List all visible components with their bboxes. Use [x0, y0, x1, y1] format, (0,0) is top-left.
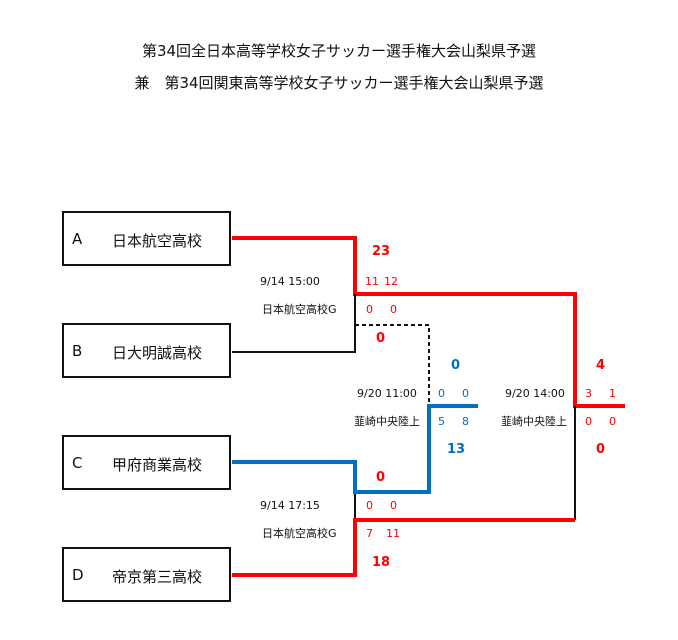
- score-half: 5: [438, 415, 445, 428]
- team-name: 甲府商業高校: [112, 456, 203, 474]
- team-letter: C: [72, 454, 83, 472]
- team-name: 帝京第三高校: [112, 568, 203, 586]
- score-half: 0: [609, 415, 616, 428]
- match-datetime: 9/14 15:00: [260, 275, 320, 288]
- score-half: 0: [462, 387, 469, 400]
- team-name: 日本航空高校: [112, 232, 203, 250]
- line-team-d: [232, 518, 575, 577]
- match-venue: 韮崎中央陸上: [501, 415, 567, 428]
- match-venue: 韮崎中央陸上: [354, 415, 420, 428]
- score-half: 3: [585, 387, 592, 400]
- score-half: 0: [366, 499, 373, 512]
- team-box-c: C 甲府商業高校: [62, 435, 231, 490]
- match-datetime: 9/20 11:00: [357, 387, 417, 400]
- team-name: 日大明誠高校: [112, 344, 203, 362]
- score-total: 18: [372, 555, 391, 570]
- team-box-d: D 帝京第三高校: [62, 547, 231, 602]
- score-half: 0: [366, 303, 373, 316]
- title-line-1: 第34回全日本高等学校女子サッカー選手権大会山梨県予選: [141, 42, 537, 60]
- score-total: 0: [451, 358, 461, 373]
- match-venue: 日本航空高校G: [262, 303, 337, 316]
- score-half: 0: [585, 415, 592, 428]
- score-total: 23: [372, 244, 391, 259]
- team-box-b: B 日大明誠高校: [62, 323, 231, 378]
- score-total: 0: [376, 331, 386, 346]
- score-half: 11: [386, 527, 400, 540]
- score-half: 12: [384, 275, 398, 288]
- match-datetime: 9/20 14:00: [505, 387, 565, 400]
- score-half: 0: [390, 499, 397, 512]
- score-total: 0: [596, 442, 606, 457]
- team-letter: D: [72, 566, 84, 584]
- match-venue: 日本航空高校G: [262, 527, 337, 540]
- score-total: 4: [596, 358, 606, 373]
- score-total: 13: [447, 442, 466, 457]
- score-half: 0: [438, 387, 445, 400]
- score-half: 7: [366, 527, 373, 540]
- score-half: 8: [462, 415, 469, 428]
- score-half: 11: [365, 275, 379, 288]
- line-team-a: [232, 236, 625, 408]
- score-half: 1: [609, 387, 616, 400]
- match-datetime: 9/14 17:15: [260, 499, 320, 512]
- line-team-c: [232, 404, 478, 494]
- line-semi1-loser: [355, 324, 430, 406]
- score-half: 0: [390, 303, 397, 316]
- score-total: 0: [376, 470, 386, 485]
- team-box-a: A 日本航空高校: [62, 211, 231, 266]
- title-line-2: 兼 第34回関東高等学校女子サッカー選手権大会山梨県予選: [134, 74, 544, 92]
- line-team-b: [232, 294, 356, 353]
- team-letter: A: [72, 230, 83, 248]
- team-letter: B: [72, 342, 83, 360]
